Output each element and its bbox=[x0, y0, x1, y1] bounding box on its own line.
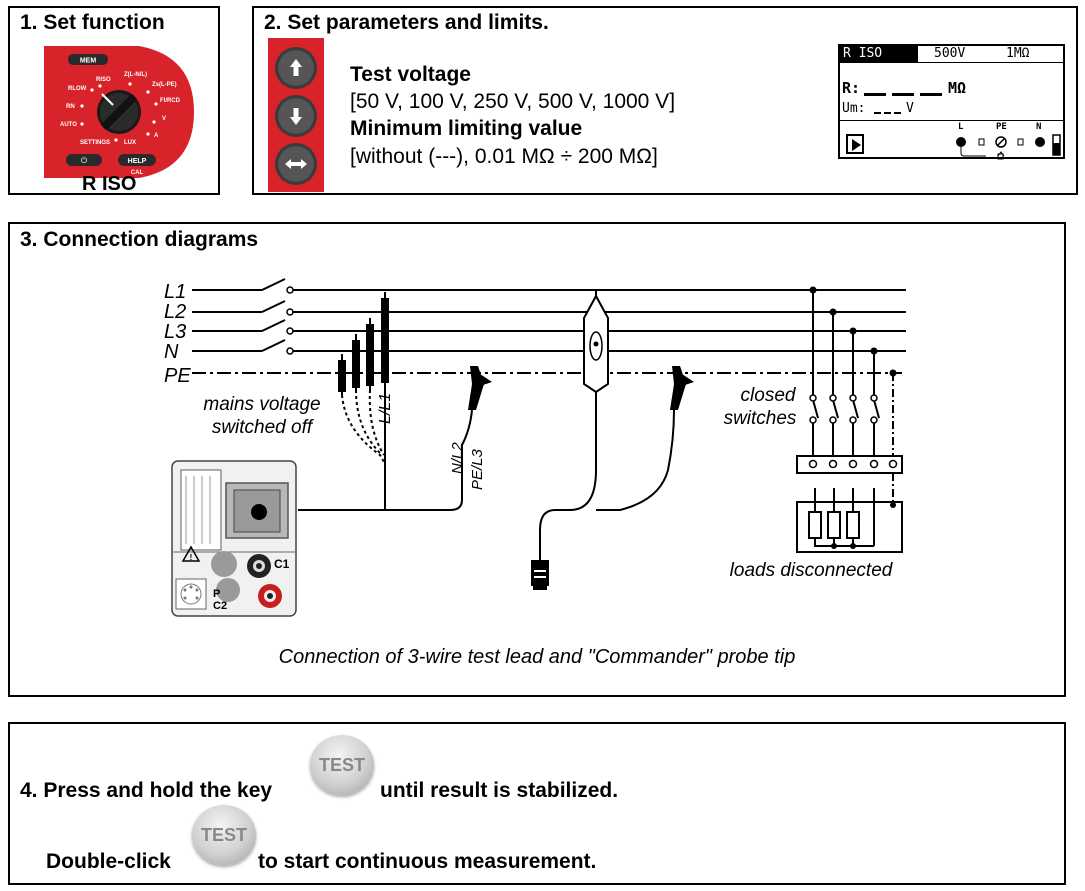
up-arrow-key[interactable] bbox=[275, 47, 317, 89]
port-c2-label: C2 bbox=[213, 600, 227, 612]
function-caption: R ISO bbox=[82, 173, 137, 195]
dial-label-a: A bbox=[154, 133, 159, 139]
warning-icon bbox=[181, 545, 201, 562]
lead-label-l: L/L1 bbox=[377, 393, 394, 424]
cal-label: CAL bbox=[131, 170, 144, 176]
lcd-function: R ISO bbox=[840, 46, 918, 62]
closed-switches bbox=[812, 290, 894, 458]
test-voltage-values: [50 V, 100 V, 250 V, 500 V, 1000 V] bbox=[350, 90, 676, 113]
test-key-icon-continuous[interactable]: TEST bbox=[192, 805, 256, 865]
power-key[interactable] bbox=[66, 154, 102, 166]
loads bbox=[796, 473, 903, 553]
svg-text:!: ! bbox=[190, 553, 193, 562]
function-selector-dial[interactable]: MEM RLOW RISO Z(L-N/L) Zs(L-PE) FI/RCD R… bbox=[44, 46, 194, 178]
closed-switches-line2: switches bbox=[724, 408, 797, 429]
help-key-label: HELP bbox=[128, 158, 147, 165]
test-instructions-panel bbox=[8, 722, 1066, 885]
parameters-panel: 2. Set parameters and limits. Test volta… bbox=[252, 6, 1078, 195]
port-c1-label: C1 bbox=[274, 557, 290, 571]
dial-label-lux: LUX bbox=[124, 140, 136, 146]
wiring-diagram: L1 L2 L3 N PE L/L1 bbox=[164, 278, 906, 668]
down-arrow-key[interactable] bbox=[275, 95, 317, 137]
dial-label-v: V bbox=[162, 116, 166, 122]
lcd-term-pe: PE bbox=[996, 122, 1007, 132]
lcd-um-unit: V bbox=[906, 101, 914, 116]
press-hold-text: 4. Press and hold the key bbox=[20, 779, 273, 802]
port-p-label: P bbox=[213, 588, 220, 600]
instrument-front: ! C1 P C2 bbox=[171, 460, 297, 617]
lcd-start-indicator bbox=[846, 134, 864, 154]
down-arrow-icon bbox=[290, 108, 302, 125]
svg-text:⏻: ⏻ bbox=[81, 156, 88, 165]
dial-label-auto: AUTO bbox=[60, 122, 77, 128]
lcd-display: R ISO 500V 1MΩ R: MΩ Um: V L PE N bbox=[838, 44, 1065, 160]
line-label-pe: PE bbox=[164, 365, 191, 387]
dial-label-riso: RISO bbox=[96, 77, 111, 83]
diagram-caption: Connection of 3-wire test lead and "Comm… bbox=[279, 646, 796, 668]
set-function-title: 1. Set function bbox=[20, 11, 165, 34]
lcd-voltage: 500V bbox=[934, 46, 966, 61]
dial-label-zline: Z(L-N/L) bbox=[124, 72, 147, 78]
lead-label-n: N/L2 bbox=[449, 442, 466, 474]
line-label-l1: L1 bbox=[164, 281, 186, 303]
test-lead-probes bbox=[341, 292, 386, 395]
press-hold-suffix: until result is stabilized. bbox=[380, 779, 619, 802]
crocodile-clip-right bbox=[670, 366, 694, 410]
test-voltage-label: Test voltage bbox=[350, 63, 471, 86]
line-label-l3: L3 bbox=[164, 321, 186, 343]
min-limit-values: [without (---), 0.01 MΩ ÷ 200 MΩ] bbox=[350, 145, 658, 168]
mains-note-line1: mains voltage bbox=[203, 394, 320, 415]
lcd-terminal-status bbox=[956, 134, 1061, 160]
connection-diagram-title: 3. Connection diagrams bbox=[20, 228, 259, 251]
lead-label-pe: PE/L3 bbox=[469, 448, 486, 490]
navigation-keys bbox=[268, 38, 324, 192]
test-key-icon[interactable]: TEST bbox=[310, 735, 374, 795]
commander-probe bbox=[583, 290, 609, 394]
left-right-arrow-key[interactable] bbox=[275, 143, 317, 185]
double-click-text: Double-click bbox=[46, 850, 171, 873]
crocodile-clip-left bbox=[468, 366, 492, 410]
lcd-term-n: N bbox=[1036, 122, 1042, 132]
lcd-r-unit: MΩ bbox=[948, 79, 967, 97]
mains-note-line2: switched off bbox=[212, 417, 314, 438]
line-label-l2: L2 bbox=[164, 301, 186, 323]
dial-label-zs: Zs(L-PE) bbox=[152, 82, 177, 88]
dial-label-rlow: RLOW bbox=[68, 86, 87, 92]
dial-label-settings: SETTINGS bbox=[80, 140, 110, 146]
plug-connector-icon bbox=[531, 560, 549, 590]
loads-note: loads disconnected bbox=[730, 560, 894, 581]
play-icon bbox=[852, 139, 861, 151]
min-limit-label: Minimum limiting value bbox=[350, 117, 583, 140]
lcd-term-l: L bbox=[958, 122, 964, 132]
lcd-r-label: R: bbox=[842, 79, 861, 97]
set-function-panel: 1. Set function MEM RLOW RISO Z(L-N/L) Z… bbox=[8, 6, 220, 195]
dial-label-fi-rcd: FI/RCD bbox=[160, 98, 181, 104]
left-right-arrow-icon bbox=[285, 159, 307, 169]
closed-switches-line1: closed bbox=[741, 385, 797, 406]
double-click-suffix: to start continuous measurement. bbox=[258, 850, 597, 873]
mem-key-label: MEM bbox=[80, 58, 97, 65]
parameters-title: 2. Set parameters and limits. bbox=[264, 11, 549, 34]
lcd-um-label: Um: bbox=[842, 101, 866, 116]
lcd-limit: 1MΩ bbox=[1006, 46, 1030, 61]
supply-lines bbox=[192, 278, 906, 352]
help-key[interactable] bbox=[118, 154, 156, 166]
up-arrow-icon bbox=[290, 59, 302, 76]
line-label-n: N bbox=[164, 341, 179, 363]
dial-label-rn: RN bbox=[66, 104, 75, 110]
